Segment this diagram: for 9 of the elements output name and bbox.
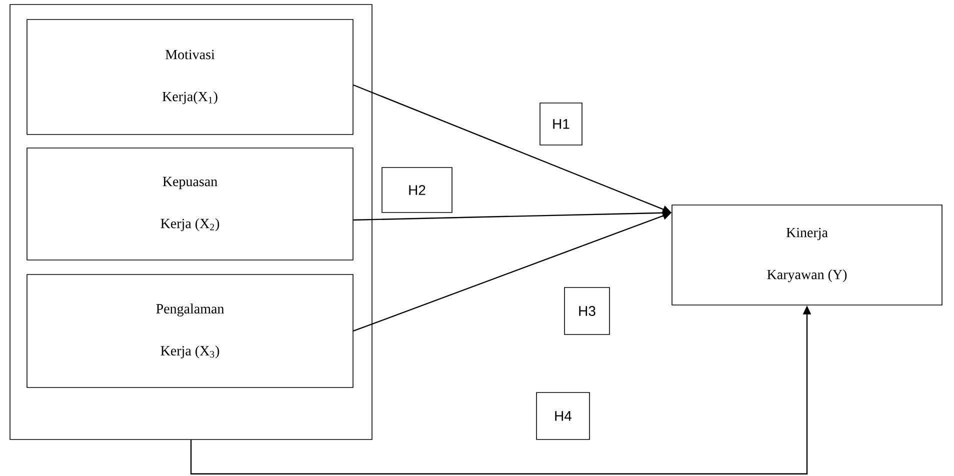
variable-box: Motivasi Kerja(X$_{1}$) <box>26 19 354 135</box>
variable-box: Kepuasan Kerja (X$_{2}$) <box>26 148 354 260</box>
edge-label: H2 <box>382 167 452 213</box>
variable-box: Kinerja Karyawan (Y) <box>672 204 942 306</box>
group-frame <box>10 4 372 440</box>
edge-label: H3 <box>564 287 610 335</box>
edge-label: H4 <box>536 392 590 440</box>
edge-label: H1 <box>540 102 582 146</box>
variable-box: Pengalaman Kerja (X$_{3}$) <box>26 274 354 388</box>
